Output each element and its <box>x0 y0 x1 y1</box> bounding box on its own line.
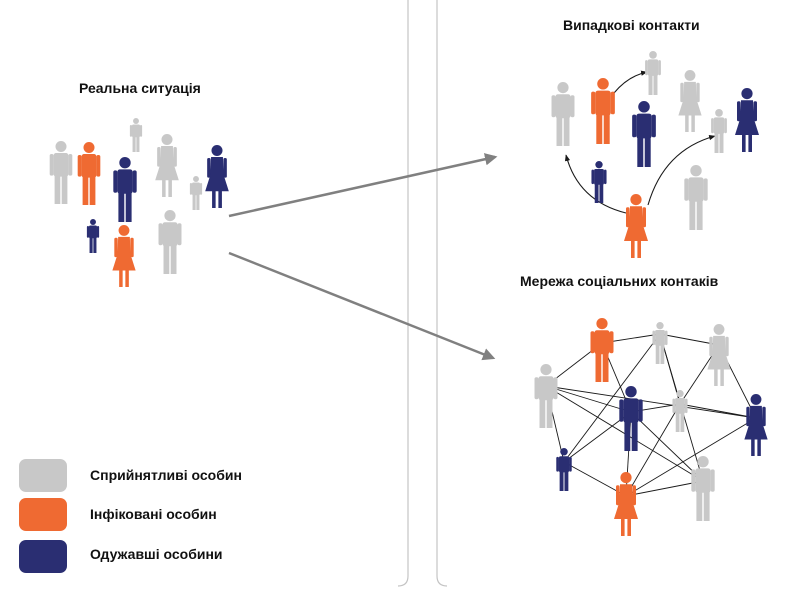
title-social-network: Мережа соціальних контаків <box>520 273 719 289</box>
person-real-situation-1-susceptible <box>49 141 73 204</box>
person-social-network-6-susceptible <box>672 390 688 432</box>
network-edge-4 <box>659 333 720 346</box>
person-social-network-1-infected <box>590 318 614 382</box>
contact-arrow-1 <box>613 70 648 94</box>
arrow-to-social-network <box>228 251 496 361</box>
network-edge-11 <box>545 385 632 413</box>
person-real-situation-10-susceptible <box>158 210 182 274</box>
person-random-contacts-6-susceptible <box>711 109 727 153</box>
person-random-contacts-7-recovered <box>735 88 759 152</box>
person-real-situation-4-recovered <box>113 157 137 222</box>
network-edge-18 <box>625 403 681 497</box>
person-random-contacts-5-susceptible <box>678 70 702 132</box>
network-edge-7 <box>563 333 661 463</box>
person-social-network-4-susceptible <box>534 364 558 428</box>
people-layer <box>49 51 768 536</box>
title-real-situation: Реальна ситуація <box>79 80 201 96</box>
person-real-situation-2-infected <box>77 142 101 205</box>
person-random-contacts-9-infected <box>624 194 648 258</box>
arrow-to-random-contacts <box>228 153 498 218</box>
legend-swatch-recovered <box>19 540 67 573</box>
divider-right <box>436 0 448 587</box>
person-social-network-5-recovered <box>619 386 643 451</box>
person-social-network-10-susceptible <box>691 456 715 521</box>
person-real-situation-5-susceptible <box>155 134 179 197</box>
network-edge-13 <box>545 385 757 419</box>
divider-left <box>397 0 409 587</box>
person-random-contacts-10-susceptible <box>684 165 708 230</box>
person-real-situation-8-recovered <box>86 219 100 253</box>
person-random-contacts-3-susceptible <box>645 51 661 95</box>
legend-label-recovered: Одужавші особини <box>90 546 223 562</box>
network-edge-21 <box>625 480 704 497</box>
person-real-situation-6-susceptible <box>189 176 203 210</box>
person-social-network-8-recovered <box>556 448 572 491</box>
legend-swatch-susceptible <box>19 459 67 492</box>
person-real-situation-3-susceptible <box>129 118 143 152</box>
contact-arrow-2 <box>564 154 627 214</box>
legend-swatch-infected <box>19 498 67 531</box>
person-random-contacts-4-recovered <box>632 101 656 167</box>
network-edge-17 <box>679 403 757 419</box>
person-social-network-3-susceptible <box>707 324 731 386</box>
legend-label-infected: Інфіковані особин <box>90 506 217 522</box>
network-edge-20 <box>563 461 627 497</box>
title-random-contacts: Випадкові контакти <box>563 17 700 33</box>
network-edge-19 <box>625 417 757 497</box>
person-random-contacts-1-susceptible <box>551 82 575 146</box>
contact-arrow-3 <box>647 135 716 206</box>
person-social-network-9-infected <box>614 472 638 536</box>
person-social-network-2-susceptible <box>652 322 668 364</box>
legend-label-susceptible: Сприйнятливі особин <box>90 467 242 483</box>
person-random-contacts-2-infected <box>591 78 615 144</box>
person-real-situation-7-recovered <box>205 145 229 208</box>
person-random-contacts-8-recovered <box>591 161 607 203</box>
person-social-network-7-recovered <box>744 394 768 456</box>
network-edge-16 <box>630 411 704 482</box>
person-real-situation-9-infected <box>112 225 136 287</box>
random-contact-edges <box>564 70 716 214</box>
